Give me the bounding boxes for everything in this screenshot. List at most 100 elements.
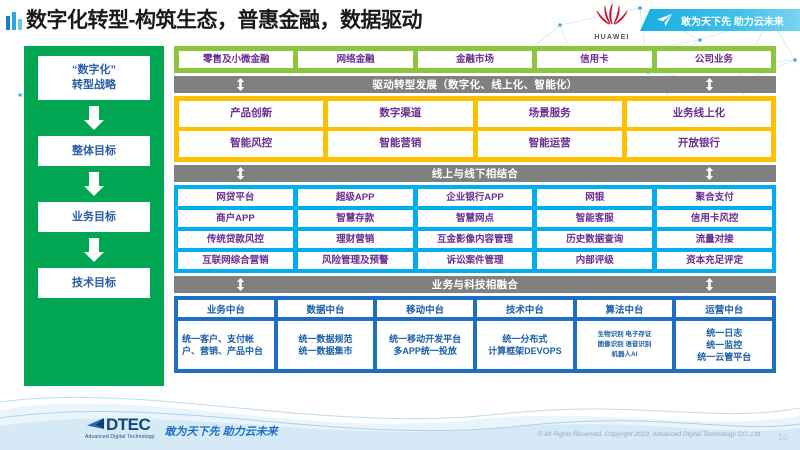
middle-platform-grid: 业务中台 统一客户、支付帐户、营销、产品中台 数据中台 统一数据规范 统一数据集… [178, 300, 773, 369]
double-arrow-icon [705, 167, 714, 180]
application-item[interactable]: 网贷平台 [178, 189, 293, 206]
dtec-logo: DTEC Advanced Digital Technology 敢为天下先 助… [85, 416, 278, 440]
middle-platform-column: 业务中台 统一客户、支付帐户、营销、产品中台 [178, 300, 274, 369]
double-arrow-icon [236, 167, 245, 180]
slide-body: “数字化” 转型战略 整体目标 业务目标 技术目标 零售及小微金融 网络金融 金… [0, 42, 800, 400]
transformation-item[interactable]: 智能风控 [179, 131, 324, 157]
double-arrow-icon [236, 78, 245, 91]
double-arrow-icon [236, 278, 245, 291]
transformation-band: 产品创新 数字渠道 场景服务 业务线上化 智能风控 智能营销 智能运营 开放银行 [174, 96, 776, 162]
dtec-arrow-icon [87, 417, 104, 429]
business-line-item[interactable]: 信用卡 [537, 51, 652, 68]
strategy-step-3[interactable]: 技术目标 [38, 268, 150, 298]
arrow-down-icon-1 [84, 172, 104, 196]
application-item[interactable]: 历史数据查询 [537, 231, 653, 248]
huawei-wordmark: HUAWEI [594, 34, 630, 41]
connector-bar-3: 业务与科技相融合 [174, 276, 776, 293]
middle-platform-body: 生物识别 电子存证 图像识别 语音识别 机器人AI [576, 321, 673, 369]
transformation-row: 智能风控 智能营销 智能运营 开放银行 [179, 131, 771, 157]
transformation-item[interactable]: 数字渠道 [328, 101, 473, 127]
middle-platform-head[interactable]: 数据中台 [277, 300, 374, 317]
application-item[interactable]: 智慧存款 [297, 210, 413, 227]
business-line-item[interactable]: 公司业务 [656, 51, 772, 68]
connector-bar-1: 驱动转型发展（数字化、线上化、智能化） [174, 76, 776, 93]
application-item[interactable]: 智能客服 [537, 210, 653, 227]
arrow-down-icon-0 [84, 106, 104, 130]
transformation-item[interactable]: 场景服务 [477, 101, 622, 127]
connector-bar-1-label: 驱动转型发展（数字化、线上化、智能化） [372, 79, 578, 91]
application-item[interactable]: 风险管理及预警 [297, 252, 413, 269]
middle-platform-body: 统一客户、支付帐户、营销、产品中台 [178, 321, 274, 369]
transformation-item[interactable]: 产品创新 [179, 101, 324, 127]
application-item[interactable]: 传统贷款风控 [178, 231, 293, 248]
transformation-row: 产品创新 数字渠道 场景服务 业务线上化 [179, 101, 771, 127]
middle-platform-column: 技术中台 统一分布式 计算框架DEVOPS [477, 300, 573, 369]
strategy-column: “数字化” 转型战略 整体目标 业务目标 技术目标 [24, 46, 164, 386]
copyright-text: © All Rights Reserved. Copyright 2019, A… [537, 431, 760, 438]
business-line-item[interactable]: 网络金融 [298, 51, 413, 68]
middle-platform-body: 统一分布式 计算框架DEVOPS [477, 321, 573, 369]
applications-row: 传统贷款风控 理财营销 互金影像内容管理 历史数据查询 流量对接 [178, 231, 772, 248]
strategy-step-0[interactable]: “数字化” 转型战略 [38, 56, 150, 100]
application-item[interactable]: 内部评级 [537, 252, 653, 269]
application-item[interactable]: 理财营销 [297, 231, 413, 248]
middle-platform-head[interactable]: 算法中台 [576, 300, 673, 317]
business-line-item[interactable]: 金融市场 [417, 51, 533, 68]
strategy-step-2[interactable]: 业务目标 [38, 202, 150, 232]
strategy-step-1[interactable]: 整体目标 [38, 136, 150, 166]
application-item[interactable]: 超级APP [297, 189, 413, 206]
middle-platform-head[interactable]: 移动中台 [377, 300, 474, 317]
middle-platform-head[interactable]: 业务中台 [178, 300, 274, 317]
application-item[interactable]: 网银 [537, 189, 653, 206]
business-lines-row: 零售及小微金融 网络金融 金融市场 信用卡 公司业务 [179, 51, 772, 68]
applications-band: 网贷平台 超级APP 企业银行APP 网银 聚合支付 商户APP 智慧存款 智慧… [174, 185, 776, 273]
connector-bar-2-label: 线上与线下相结合 [431, 168, 519, 180]
application-item[interactable]: 信用卡风控 [657, 210, 772, 227]
slide-header: 数字化转型-构筑生态，普惠金融，数据驱动 HUAWEI 敢为天下先 助力云未来 [0, 0, 800, 42]
middle-platform-body: 统一数据规范 统一数据集市 [277, 321, 374, 369]
slide-footer: DTEC Advanced Digital Technology 敢为天下先 助… [0, 400, 800, 450]
dtec-wordmark: DTEC [106, 415, 151, 434]
double-arrow-icon [705, 78, 714, 91]
footer-slogan: 敢为天下先 助力云未来 [164, 426, 278, 438]
middle-platform-column: 算法中台 生物识别 电子存证 图像识别 语音识别 机器人AI [576, 300, 673, 369]
paper-plane-icon [657, 14, 672, 27]
middle-platform-band: 业务中台 统一客户、支付帐户、营销、产品中台 数据中台 统一数据规范 统一数据集… [174, 296, 776, 373]
page-title: 数字化转型-构筑生态，普惠金融，数据驱动 [26, 9, 423, 32]
business-lines-band: 零售及小微金融 网络金融 金融市场 信用卡 公司业务 [174, 46, 776, 73]
middle-platform-column: 数据中台 统一数据规范 统一数据集市 [277, 300, 374, 369]
layers-column: 零售及小微金融 网络金融 金融市场 信用卡 公司业务 驱动转型发展（数字化、线上… [174, 46, 776, 373]
slogan-ribbon: 敢为天下先 助力云未来 [640, 9, 800, 31]
transformation-item[interactable]: 智能运营 [477, 131, 622, 157]
application-item[interactable]: 企业银行APP [417, 189, 533, 206]
application-item[interactable]: 互金影像内容管理 [417, 231, 533, 248]
transformation-item[interactable]: 开放银行 [626, 131, 771, 157]
application-item[interactable]: 资本充足评定 [657, 252, 772, 269]
page-number: 10 [777, 432, 788, 442]
dtec-logo-mark: DTEC Advanced Digital Technology [85, 416, 155, 440]
ribbon-text: 敢为天下先 助力云未来 [681, 16, 784, 28]
middle-platform-column: 运营中台 统一日志 统一监控 统一云管平台 [676, 300, 773, 369]
connector-bar-2: 线上与线下相结合 [174, 165, 776, 182]
double-arrow-icon [705, 278, 714, 291]
transformation-item[interactable]: 业务线上化 [626, 101, 771, 127]
huawei-logo: HUAWEI [585, 2, 639, 41]
application-item[interactable]: 诉讼案件管理 [417, 252, 533, 269]
middle-platform-head[interactable]: 运营中台 [676, 300, 773, 317]
middle-platform-body: 统一日志 统一监控 统一云管平台 [676, 321, 773, 369]
applications-row: 商户APP 智慧存款 智慧网点 智能客服 信用卡风控 [178, 210, 772, 227]
application-item[interactable]: 聚合支付 [657, 189, 772, 206]
applications-row: 互联网综合营销 风险管理及预警 诉讼案件管理 内部评级 资本充足评定 [178, 252, 772, 269]
huawei-flower-icon [596, 3, 628, 25]
application-item[interactable]: 互联网综合营销 [178, 252, 293, 269]
transformation-item[interactable]: 智能营销 [328, 131, 473, 157]
application-item[interactable]: 商户APP [178, 210, 293, 227]
middle-platform-head[interactable]: 技术中台 [477, 300, 573, 317]
applications-row: 网贷平台 超级APP 企业银行APP 网银 聚合支付 [178, 189, 772, 206]
application-item[interactable]: 流量对接 [657, 231, 772, 248]
application-item[interactable]: 智慧网点 [417, 210, 533, 227]
strategy-step-0-line1: 转型战略 [72, 79, 116, 91]
dtec-tagline: Advanced Digital Technology [85, 434, 155, 440]
business-line-item[interactable]: 零售及小微金融 [179, 51, 294, 68]
